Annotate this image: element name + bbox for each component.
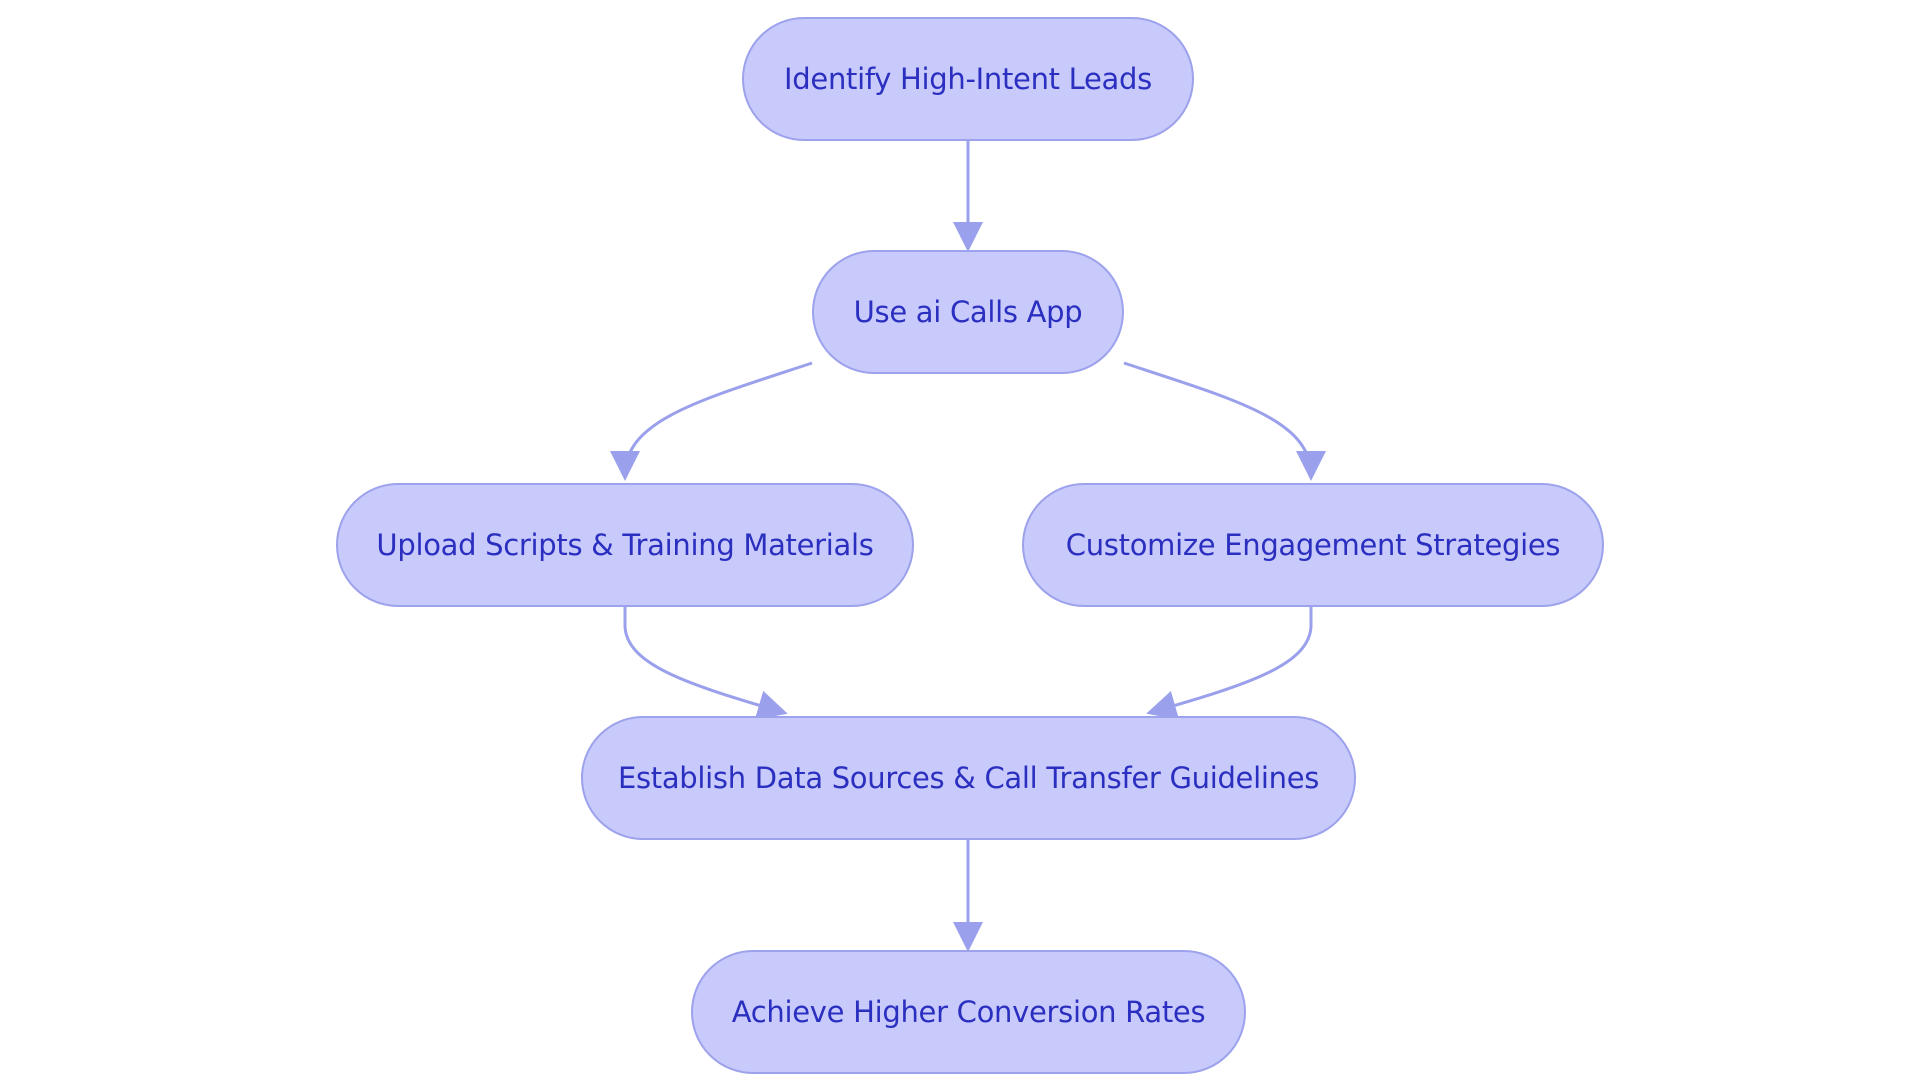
node-label: Achieve Higher Conversion Rates [731, 995, 1206, 1029]
edge-customize-to-establish [1146, 606, 1313, 720]
node-label: Use ai Calls App [853, 295, 1083, 329]
node-label: Identify High-Intent Leads [784, 62, 1152, 96]
node-establish-data-sources-call-transfer-guidelines[interactable]: Establish Data Sources & Call Transfer G… [581, 716, 1356, 840]
node-label: Upload Scripts & Training Materials [376, 528, 874, 562]
node-identify-high-intent-leads[interactable]: Identify High-Intent Leads [742, 17, 1194, 141]
edge-upload-to-establish [623, 606, 788, 720]
node-upload-scripts-training-materials[interactable]: Upload Scripts & Training Materials [336, 483, 914, 607]
edge-use-app-to-customize [1123, 361, 1326, 481]
edge-use-app-to-upload [610, 361, 813, 481]
node-label: Establish Data Sources & Call Transfer G… [617, 761, 1320, 795]
node-achieve-higher-conversion-rates[interactable]: Achieve Higher Conversion Rates [691, 950, 1246, 1074]
node-customize-engagement-strategies[interactable]: Customize Engagement Strategies [1022, 483, 1604, 607]
node-label: Customize Engagement Strategies [1065, 528, 1561, 562]
node-use-ai-calls-app[interactable]: Use ai Calls App [812, 250, 1124, 374]
